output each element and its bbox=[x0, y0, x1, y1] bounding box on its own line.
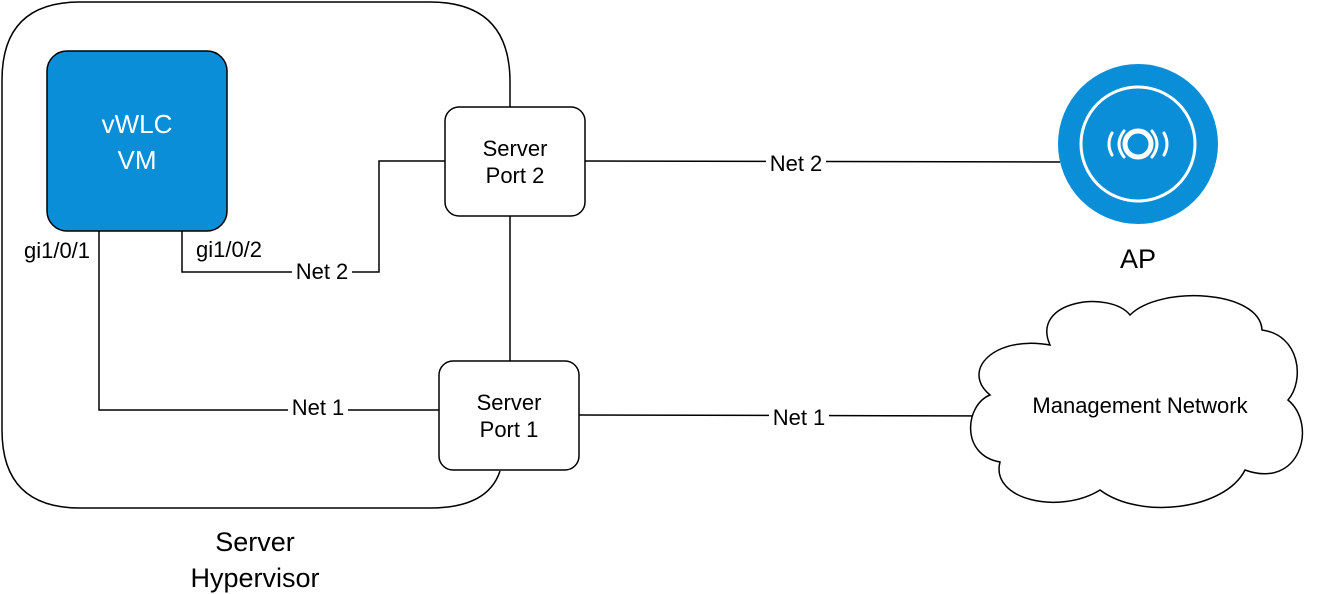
link-vm-port2 bbox=[181, 160, 445, 273]
server-port-1-box[interactable] bbox=[438, 360, 580, 471]
interface-label-gi1: gi1/0/1 bbox=[24, 238, 90, 263]
vm-label-line1: vWLC bbox=[102, 109, 173, 139]
hypervisor-container bbox=[1, 1, 511, 509]
port1-label-line1: Server bbox=[477, 390, 542, 415]
link-label-ap-net2: Net 2 bbox=[770, 151, 823, 176]
link-vm-port1 bbox=[98, 231, 439, 411]
label-bg bbox=[292, 259, 352, 285]
management-network-cloud[interactable] bbox=[969, 294, 1304, 509]
label-bg bbox=[766, 149, 826, 175]
access-point-icon[interactable] bbox=[1058, 64, 1218, 224]
hypervisor-label-line1: Server bbox=[215, 527, 295, 557]
port1-label-line2: Port 1 bbox=[480, 417, 539, 442]
link-label-vm-net1: Net 1 bbox=[292, 395, 345, 420]
port2-label-line1: Server bbox=[483, 136, 548, 161]
vwlc-vm-box[interactable] bbox=[46, 50, 228, 232]
ap-label: AP bbox=[1120, 244, 1156, 274]
interface-label-gi2: gi1/0/2 bbox=[196, 237, 262, 262]
label-bg bbox=[769, 404, 829, 430]
port2-label-line2: Port 2 bbox=[486, 163, 545, 188]
label-bg bbox=[288, 396, 348, 422]
hypervisor-label-line2: Hypervisor bbox=[190, 563, 319, 593]
server-port-2-box[interactable] bbox=[444, 106, 586, 217]
link-label-mgmt-net1: Net 1 bbox=[773, 405, 826, 430]
vm-label-line2: VM bbox=[118, 145, 157, 175]
link-label-vm-net2: Net 2 bbox=[296, 259, 349, 284]
management-network-label: Management Network bbox=[1032, 393, 1248, 418]
